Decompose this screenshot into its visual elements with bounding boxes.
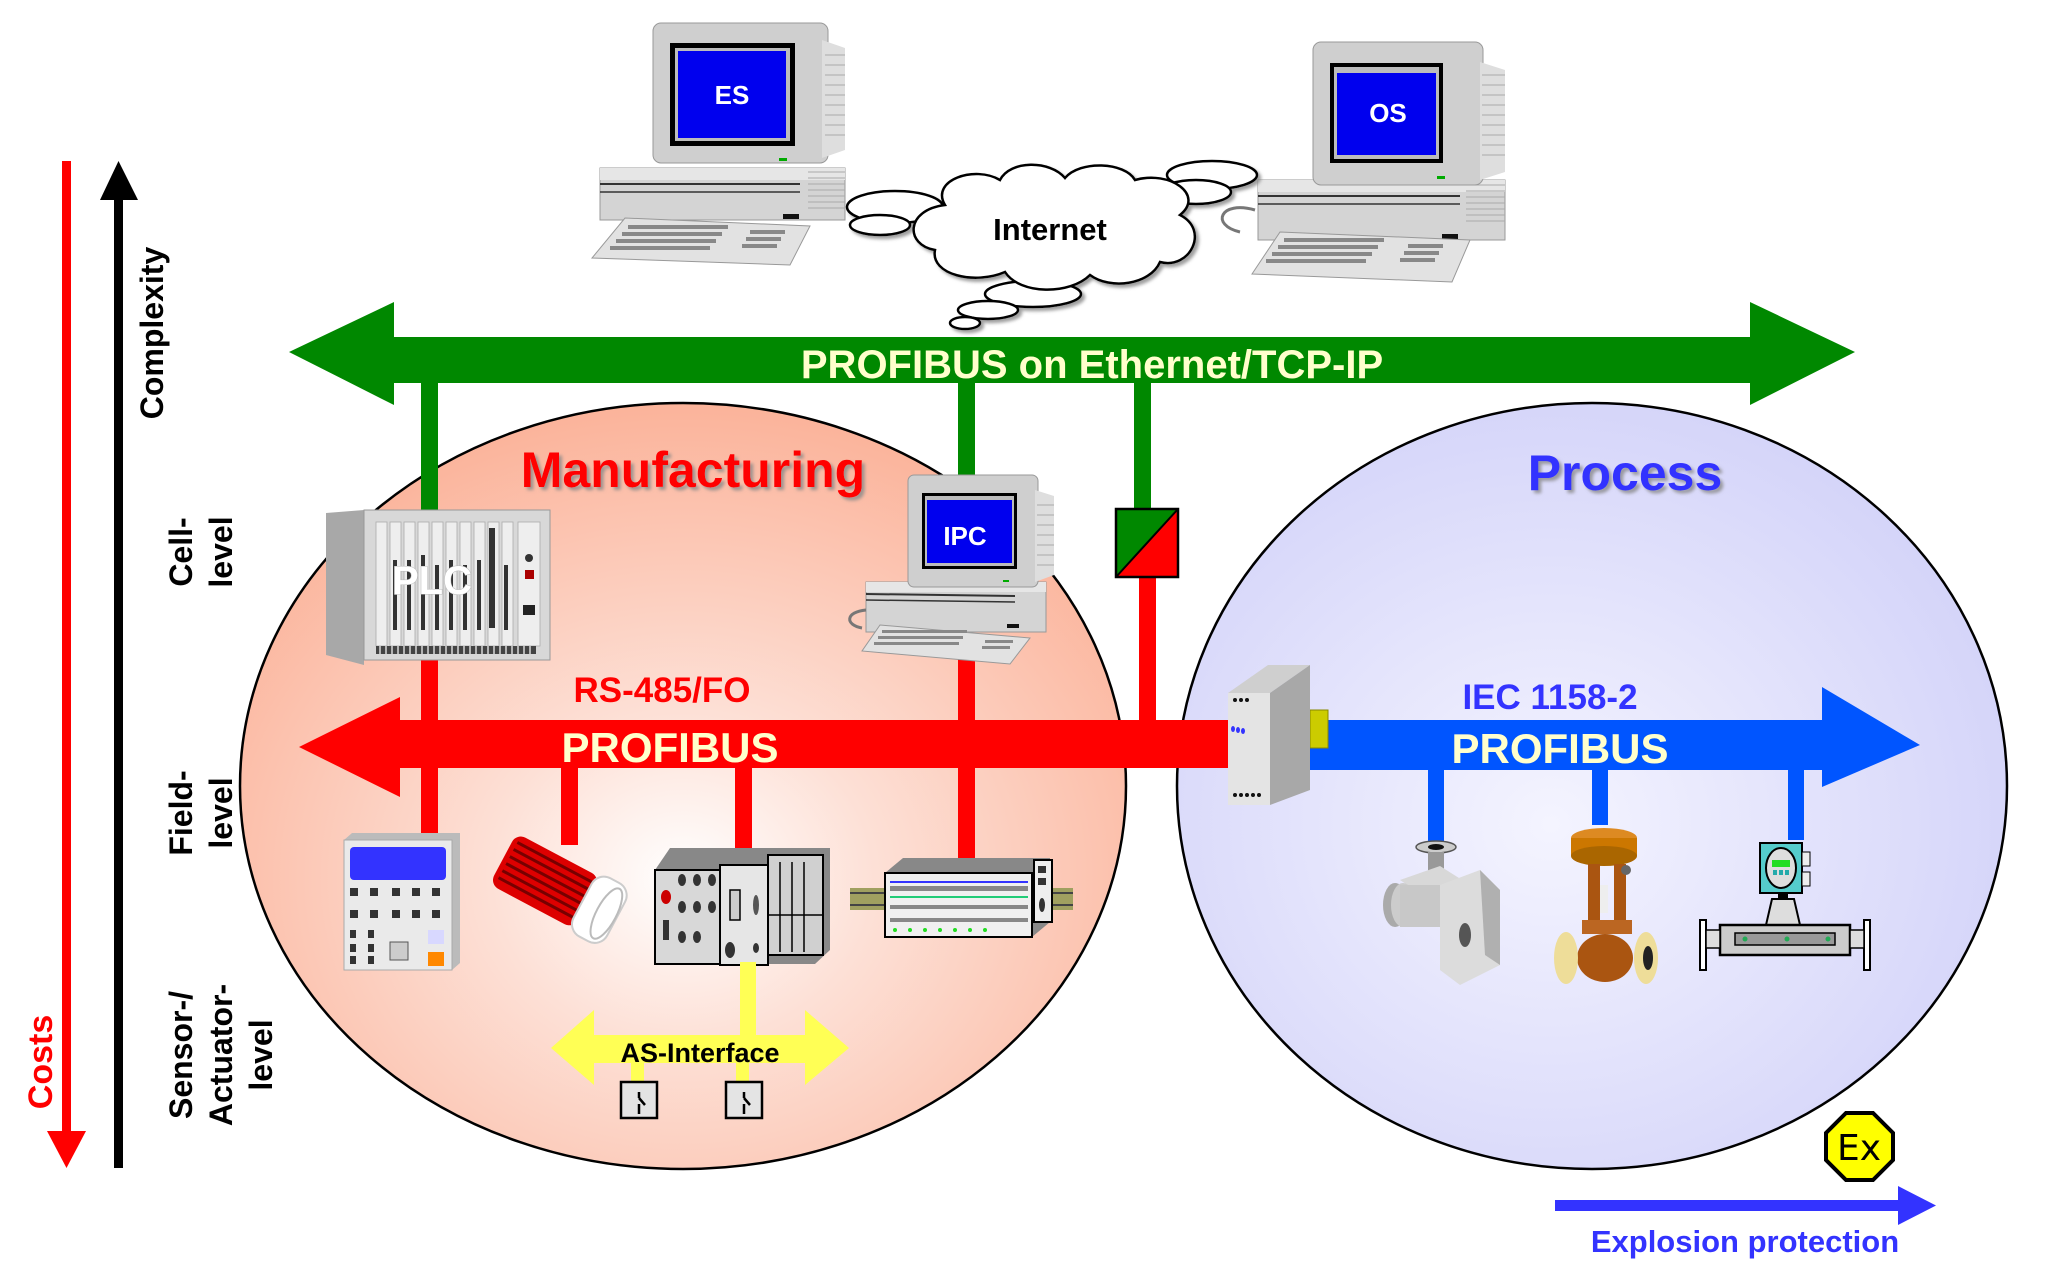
pa-drop-flowmeter — [1788, 765, 1804, 840]
complexity-label: Complexity — [134, 247, 170, 420]
ex-label: Ex — [1837, 1128, 1881, 1169]
panel-display — [350, 847, 446, 880]
asi-drop — [740, 962, 756, 1037]
es-label: ES — [715, 80, 750, 110]
level-label-sensor-actuator: Sensor-/ Actuator- level — [163, 984, 279, 1126]
pump[interactable] — [1383, 840, 1500, 985]
ethernet-converter[interactable] — [1114, 507, 1180, 579]
field-level-line1: Field- — [163, 770, 199, 855]
dp-drop-modular — [735, 765, 752, 855]
io-module[interactable] — [850, 858, 1073, 938]
complexity-arrow-head — [100, 161, 138, 200]
dp-drop-panel — [421, 765, 438, 835]
costs-arrow-head — [47, 1131, 86, 1168]
cell-level-line1: Cell- — [163, 517, 199, 586]
plc-label: PLC — [392, 559, 472, 603]
asi-switch-2[interactable] — [724, 1080, 764, 1120]
ex-octagon — [1824, 1111, 1895, 1182]
costs-label: Costs — [22, 1015, 60, 1109]
dp-drop-motor — [561, 765, 578, 845]
sensor-level-line1: Sensor-/ — [163, 991, 199, 1119]
os-computer[interactable]: OS — [1220, 41, 1506, 283]
field-level-line2: level — [203, 777, 239, 848]
os-power-led — [1437, 176, 1445, 179]
profibus-dp-label: PROFIBUS — [561, 724, 778, 771]
ethernet-drop-ipc — [958, 380, 975, 480]
asi-switch-1[interactable] — [619, 1080, 659, 1120]
level-label-cell: Cell- level — [163, 516, 239, 587]
operator-panel[interactable] — [343, 833, 460, 971]
profibus-pa-medium: IEC 1158-2 — [1462, 678, 1637, 717]
es-screen — [678, 51, 786, 138]
ethernet-drop-converter — [1134, 380, 1151, 510]
os-screen — [1337, 73, 1436, 155]
internet-label: Internet — [993, 212, 1107, 247]
ethernet-bus: PROFIBUS on Ethernet/TCP-IP — [289, 302, 1855, 405]
ipc-screen — [927, 500, 1012, 563]
sensor-level-line3: level — [243, 1019, 279, 1090]
ipc-computer[interactable]: IPC — [848, 474, 1054, 665]
din-rail-clip — [1309, 709, 1329, 749]
es-power-led — [779, 158, 787, 161]
profibus-dp-medium: RS-485/FO — [574, 671, 751, 710]
motor[interactable] — [488, 829, 632, 947]
ethernet-drop-plc — [421, 380, 438, 515]
modular-plc[interactable] — [654, 848, 830, 966]
explosion-label: Explosion protection — [1591, 1224, 1899, 1259]
asi-label: AS-Interface — [620, 1038, 779, 1068]
as-interface-bus: AS-Interface — [551, 962, 849, 1085]
profibus-pa-drops — [1428, 765, 1804, 845]
profibus-pa-arrow — [1300, 687, 1920, 787]
ipc-label: IPC — [943, 521, 987, 551]
complexity-axis: Complexity — [100, 161, 170, 1168]
internet-cloud: Internet — [845, 159, 1259, 331]
pa-drop-valve — [1592, 765, 1608, 825]
process-title: Process — [1528, 445, 1723, 501]
cell-level-line2: level — [203, 516, 239, 587]
profibus-dp-bus: RS-485/FO PROFIBUS — [299, 671, 1230, 797]
profibus-pa-label: PROFIBUS — [1451, 725, 1668, 772]
profibus-dp-arrow — [299, 697, 1230, 797]
explosion-protection-arrow: Explosion protection — [1555, 1186, 1936, 1259]
ethernet-drops — [421, 380, 1151, 515]
plc-rack[interactable]: PLC — [326, 509, 551, 665]
ethernet-bus-label: PROFIBUS on Ethernet/TCP-IP — [801, 343, 1383, 387]
sensor-level-line2: Actuator- — [203, 984, 239, 1126]
dp-pa-coupler[interactable] — [1228, 665, 1329, 805]
costs-arrow-shaft — [62, 161, 71, 1136]
es-computer[interactable]: ES — [590, 22, 846, 266]
pa-drop-pump — [1428, 765, 1444, 845]
asi-arrow — [551, 1010, 849, 1085]
manufacturing-title: Manufacturing — [521, 442, 865, 498]
complexity-arrow-shaft — [114, 198, 123, 1168]
level-label-field: Field- level — [163, 770, 239, 855]
dp-drop-ipc-up — [958, 640, 975, 730]
dp-drop-io — [958, 765, 975, 860]
costs-axis: Costs — [22, 161, 86, 1168]
ethernet-bus-arrow — [289, 302, 1855, 405]
os-label: OS — [1369, 98, 1407, 128]
control-valve[interactable] — [1554, 828, 1658, 984]
explosion-arrow-shaft — [1555, 1200, 1902, 1211]
profibus-pa-bus: IEC 1158-2 PROFIBUS — [1300, 678, 1920, 787]
ex-symbol: Ex — [1824, 1111, 1895, 1182]
explosion-arrow-head — [1898, 1186, 1936, 1225]
flowmeter[interactable] — [1699, 842, 1871, 971]
dp-drop-converter — [1139, 575, 1156, 725]
profibus-dp-drops — [421, 575, 1156, 860]
